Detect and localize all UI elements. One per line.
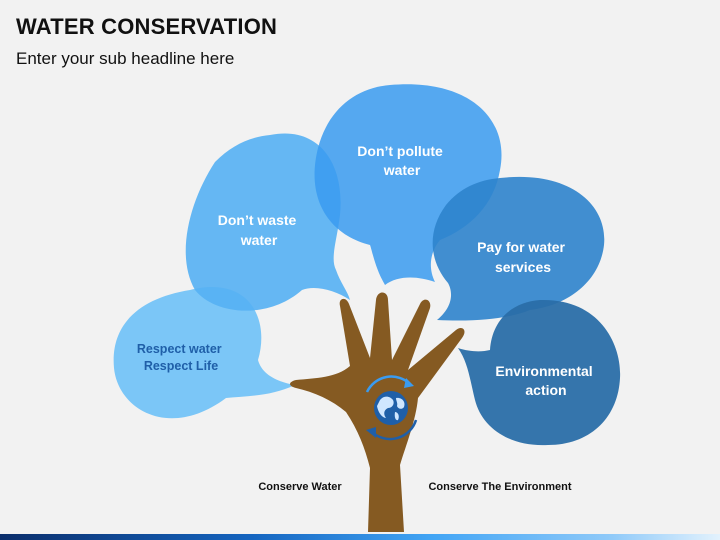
page-subtitle: Enter your sub headline here [16,49,235,68]
recycle-arrows-icon [365,375,418,441]
speech-bubble-pay-for-water: Pay for water services [432,176,605,321]
bubble-line-2: action [525,382,566,398]
bubble-label: Don’t pollute water [357,143,446,178]
bubble-line-2: services [495,259,551,275]
bubble-line-2: water [240,232,278,248]
bubble-shape [314,84,502,285]
globe-icon [374,391,408,425]
bubble-line-1: Don’t pollute [357,143,443,159]
bubble-line-1: Pay for water [477,239,565,255]
speech-bubble-dont-pollute: Don’t pollute water [314,84,502,285]
bubble-label: Respect water Respect Life [137,342,225,373]
bottom-decorative-bar [0,534,720,540]
bubble-shape [458,299,621,446]
caption-conserve-water: Conserve Water [258,481,342,493]
speech-bubble-environmental-action: Environmental action [458,299,621,446]
bubble-shape [113,287,295,419]
bubble-line-2: Respect Life [144,359,218,373]
bubble-label: Environmental action [495,363,596,398]
bubble-shape [185,133,350,311]
bubble-line-1: Environmental [495,363,592,379]
page-title: WATER CONSERVATION [16,14,278,39]
bubble-label: Don’t waste water [218,212,300,248]
bubble-line-2: water [383,162,421,178]
bubble-shape [432,176,605,321]
speech-bubble-respect-water: Respect water Respect Life [113,287,295,419]
caption-conserve-environment: Conserve The Environment [428,481,571,493]
bubble-line-1: Respect water [137,342,222,356]
speech-bubble-dont-waste: Don’t waste water [185,133,350,311]
bubble-label: Pay for water services [477,239,569,275]
bubble-line-1: Don’t waste [218,212,297,228]
